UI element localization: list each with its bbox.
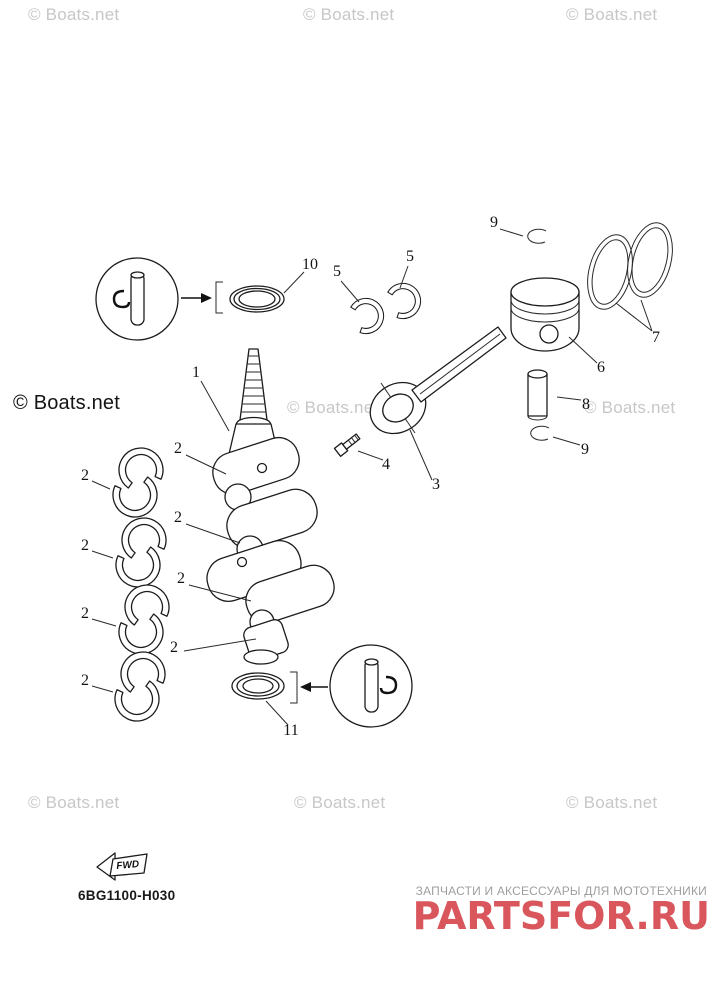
watermark: © Boats.net	[28, 5, 120, 24]
clip-glyph-icon	[379, 675, 398, 695]
part-label-5b[interactable]: 5	[406, 248, 414, 265]
main-bearing-shells	[110, 443, 172, 726]
part-label-10[interactable]: 10	[302, 256, 318, 273]
watermark: © Boats.net	[303, 5, 395, 24]
callout-bearing-pin-top	[95, 257, 223, 341]
circlip-top-drawing	[527, 228, 547, 244]
part-label-2b[interactable]: 2	[174, 509, 182, 526]
part-label-2a[interactable]: 2	[174, 440, 182, 457]
fwd-arrow: FWD	[96, 852, 148, 881]
retailer-logo[interactable]: PARTSFOR.RU	[412, 894, 710, 938]
part-label-2f[interactable]: 2	[81, 537, 89, 554]
part-label-9a[interactable]: 9	[490, 214, 498, 231]
part-label-2e[interactable]: 2	[81, 467, 89, 484]
watermark: © Boats.net	[566, 5, 658, 24]
watermark-dark: © Boats.net	[13, 392, 120, 414]
part-label-1[interactable]: 1	[192, 364, 200, 381]
part-label-2c[interactable]: 2	[177, 570, 185, 587]
retailer-tagline: ЗАПЧАСТИ И АКСЕССУАРЫ ДЛЯ МОТОТЕХНИКИ	[415, 884, 707, 898]
oil-seal-top-drawing	[229, 285, 285, 313]
part-label-3[interactable]: 3	[432, 476, 440, 493]
part-label-7[interactable]: 7	[652, 329, 660, 346]
rod-bearing-shells	[348, 277, 427, 337]
piston-pin-drawing	[527, 369, 548, 421]
watermark: © Boats.net	[287, 398, 379, 417]
leader-lines	[91, 228, 653, 726]
part-label-6[interactable]: 6	[597, 359, 605, 376]
watermark: © Boats.net	[584, 398, 676, 417]
piston-drawing	[510, 277, 580, 352]
arrow-right-icon	[201, 293, 212, 303]
oil-seal-bottom-drawing	[231, 672, 285, 700]
part-label-5a[interactable]: 5	[333, 263, 341, 280]
watermark: © Boats.net	[566, 793, 658, 812]
part-label-9b[interactable]: 9	[581, 441, 589, 458]
part-label-2d[interactable]: 2	[170, 639, 178, 656]
circlip-bottom-drawing	[530, 425, 550, 441]
bracket-left	[215, 281, 223, 314]
part-label-2g[interactable]: 2	[81, 605, 89, 622]
rod-bolt-drawing	[333, 433, 361, 457]
part-label-8[interactable]: 8	[582, 396, 590, 413]
part-label-4[interactable]: 4	[382, 456, 390, 473]
fwd-label: FWD	[116, 859, 140, 872]
clip-glyph-icon	[112, 289, 131, 309]
arrow-left-icon	[300, 682, 311, 692]
bracket-right	[290, 671, 298, 704]
connecting-rod-drawing	[369, 326, 507, 435]
watermark: © Boats.net	[294, 793, 386, 812]
watermark: © Boats.net	[28, 793, 120, 812]
piston-rings-drawing	[587, 222, 673, 310]
crankshaft-drawing	[206, 348, 335, 665]
part-label-2h[interactable]: 2	[81, 672, 89, 689]
part-label-11[interactable]: 11	[283, 722, 298, 739]
drawing-code: 6BG1100-H030	[78, 888, 176, 903]
callout-bearing-pin-bottom	[290, 644, 413, 728]
